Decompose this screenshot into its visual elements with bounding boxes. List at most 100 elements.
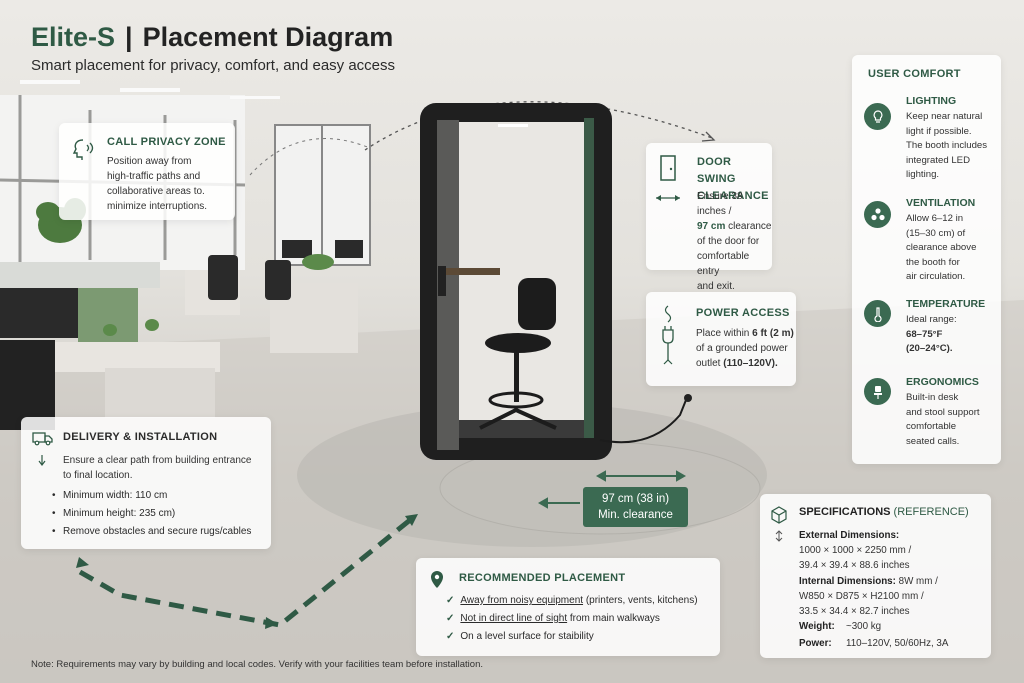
- comfort-item-line: seated calls.: [906, 435, 960, 447]
- check-icon: ✓: [446, 613, 455, 624]
- door-swing-line: clearance: [725, 221, 772, 232]
- comfort-item-highlight: (20–24°C).: [906, 343, 953, 354]
- spec-label: Power:: [799, 638, 832, 649]
- comfort-item-line: Built-in desk: [906, 392, 959, 403]
- spec-label: Internal Dimensions:: [799, 576, 896, 587]
- comfort-item-line: Ideal range:: [906, 314, 957, 325]
- spec-power: Power: 110–120V, 50/60Hz, 3A: [799, 636, 979, 651]
- spec-external: External Dimensions: 1000 × 1000 × 2250 …: [799, 528, 979, 573]
- spec-value: ~300 kg: [846, 621, 882, 632]
- comfort-item-title: TEMPERATURE: [906, 298, 986, 310]
- spec-weight: Weight: ~300 kg: [799, 619, 979, 634]
- door-swing-highlight: 97 cm: [697, 221, 726, 232]
- title-separator: |: [125, 22, 133, 52]
- delivery-bullet: Minimum height: 235 cm): [52, 505, 251, 523]
- clearance-badge: 97 cm (38 in) Min. clearance: [583, 487, 688, 527]
- comfort-item-temperature: TEMPERATURE Ideal range: 68–75°F (20–24°…: [864, 298, 1004, 366]
- power-access-highlight: 6 ft (2 m): [752, 328, 794, 339]
- door-swing-title-line: DOOR SWING: [697, 156, 736, 185]
- comfort-item-title: LIGHTING: [906, 95, 957, 107]
- door-swing-card: DOOR SWING CLEARANCE Ensure 38 inches / …: [646, 143, 772, 292]
- power-access-line: outlet: [696, 358, 724, 369]
- page-subtitle: Smart placement for privacy, comfort, an…: [31, 57, 396, 74]
- recommended-row-emphasis: Not in direct line of sight: [460, 613, 568, 624]
- title-text: Placement Diagram: [142, 22, 394, 52]
- fan-icon: [864, 201, 891, 228]
- door-swing-title-line: CLEARANCE: [697, 190, 769, 202]
- arrow-down-icon: [38, 455, 46, 466]
- comfort-item-line: and stool support: [906, 406, 980, 418]
- comfort-item-ventilation: VENTILATION Allow 6–12 in (15–30 cm) of …: [864, 197, 1004, 287]
- comfort-item-highlight: 68–75°F: [906, 328, 943, 340]
- truck-icon: [32, 432, 53, 446]
- width-arrows-icon: [656, 195, 680, 201]
- comfort-item-line: clearance above: [906, 242, 977, 253]
- door-icon: [660, 155, 676, 181]
- recommended-row-text: (printers, vents, kitchens): [583, 595, 698, 606]
- recommended-row-text: On a level surface for staibility: [460, 631, 594, 642]
- comfort-item-line: light if possible.: [906, 125, 972, 137]
- comfort-item-line: lighting.: [906, 169, 940, 180]
- comfort-item-line: Keep near natural: [906, 111, 983, 122]
- delivery-bullet: Minimum width: 110 cm: [52, 487, 251, 505]
- delivery-bullet: Remove obstacles and secure rugs/cables: [52, 523, 251, 541]
- spec-value: 8W mm /: [895, 576, 938, 587]
- map-pin-icon: [431, 571, 443, 588]
- comfort-item-title: ERGONOMICS: [906, 376, 979, 388]
- power-access-card: POWER ACCESS Place within 6 ft (2 m) of …: [646, 292, 796, 386]
- comfort-item-line: integrated LED: [906, 154, 970, 166]
- delivery-title: DELIVERY & INSTALLATION: [63, 431, 218, 443]
- page-title: Elite-S | Placement Diagram: [31, 22, 393, 53]
- specifications-title: SPECIFICATIONS: [799, 506, 891, 518]
- lightbulb-icon: [864, 103, 891, 130]
- head-speaking-icon: [72, 139, 94, 160]
- comfort-item-ergonomics: ERGONOMICS Built-in desk and stool suppo…: [864, 376, 1004, 451]
- footer-note: Note: Requirements may vary by building …: [31, 659, 483, 670]
- door-swing-line: comfortable entry: [697, 251, 750, 277]
- comfort-item-line: comfortable: [906, 421, 957, 432]
- spec-value: 39.4 × 39.4 × 88.6 inches: [799, 560, 910, 571]
- recommended-row-emphasis: Away from noisy equipment: [460, 595, 584, 606]
- spec-value: 1000 × 1000 × 2250 mm /: [799, 545, 912, 556]
- specifications-title-row: SPECIFICATIONS (REFERENCE): [799, 506, 969, 518]
- dimension-arrows-icon: [775, 530, 783, 542]
- spec-label: Weight:: [799, 621, 835, 632]
- recommended-placement-card: [416, 558, 720, 656]
- comfort-item-line: (15–30 cm) of: [906, 227, 966, 239]
- clearance-label: Min. clearance: [598, 509, 673, 521]
- recommended-row-text: from main walkways: [567, 613, 660, 624]
- power-access-highlight: (110–120V).: [723, 358, 778, 369]
- call-privacy-card: CALL PRIVACY ZONE Position away from hig…: [59, 123, 235, 220]
- call-privacy-line: Position away from: [107, 156, 192, 167]
- power-access-title: POWER ACCESS: [696, 307, 790, 319]
- chair-icon: [864, 378, 891, 405]
- specifications-title-ref: (REFERENCE): [893, 506, 969, 518]
- call-privacy-line: collaborative areas to.: [107, 186, 205, 197]
- comfort-item-line: Allow 6–12 in: [906, 213, 964, 224]
- comfort-item-line: air circulation.: [906, 271, 966, 282]
- box-icon: [771, 506, 787, 524]
- thermometer-icon: [864, 300, 891, 327]
- brand-name: Elite-S: [31, 22, 116, 52]
- power-access-line: of a grounded power: [696, 343, 788, 354]
- spec-label: External Dimensions:: [799, 530, 900, 541]
- recommended-row: ✓ On a level surface for staibility: [446, 631, 594, 642]
- comfort-item-line: the booth for: [906, 256, 960, 268]
- call-privacy-line: high-traffic paths and: [107, 171, 201, 182]
- comfort-item-line: The booth includes: [906, 140, 988, 151]
- clearance-value: 97 cm (38 in): [601, 493, 670, 505]
- spec-internal: Internal Dimensions: 8W mm / W850 × D875…: [799, 574, 979, 619]
- specifications-card: [760, 494, 991, 658]
- comfort-item-title: VENTILATION: [906, 197, 976, 209]
- plug-icon: [662, 305, 674, 365]
- comfort-item-lighting: LIGHTING Keep near natural light if poss…: [864, 95, 1004, 185]
- power-access-line: Place within: [696, 328, 753, 339]
- door-swing-line: and exit.: [697, 281, 735, 292]
- call-privacy-title: CALL PRIVACY ZONE: [107, 136, 226, 148]
- spec-value: W850 × D875 × H2100 mm /: [799, 591, 924, 602]
- recommended-row: ✓ Away from noisy equipment (printers, ve…: [446, 595, 698, 606]
- delivery-intro-line: to final location.: [63, 470, 133, 481]
- call-privacy-line: minimize interruptions.: [107, 201, 208, 212]
- check-icon: ✓: [446, 631, 455, 642]
- check-icon: ✓: [446, 595, 455, 606]
